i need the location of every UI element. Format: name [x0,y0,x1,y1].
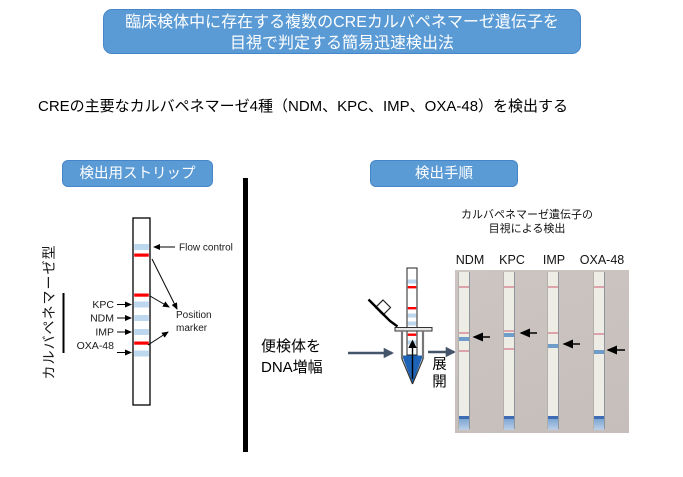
tube-strip-band-red1 [407,286,417,289]
ndm-sample-pad [459,419,469,430]
photo-strip-ndm [458,272,470,430]
strip-diagram: Flow control Position marker KPC NDM IMP… [62,217,233,406]
position-marker-arrow-3 [147,331,169,346]
result-caption-line1: カルバペネマーゼ遺伝子の [461,209,593,221]
photo-label-ndm: NDM [455,253,485,267]
imp-band [134,329,149,335]
ndm-band [134,315,149,321]
tube-cap-hinge [367,298,399,328]
kpc-position-marker-lower [504,348,514,350]
flow-control-band [134,244,149,250]
title-line1: 臨床検体中に存在する複数のCREカルバペネマーゼ遺伝子を [125,14,559,31]
imp-detection-band [548,344,558,348]
tube-flange [394,327,433,332]
test-strip-outline [132,217,151,406]
ndm-top-marker [459,286,469,288]
detection-arrows [472,328,625,355]
imp-sample-front [548,416,558,419]
kpc-detection-band [504,333,514,337]
subtitle: CREの主要なカルバペネマーゼ4種（NDM、KPC、IMP、OXA-48）を検出… [38,98,569,115]
position-marker-line-2 [134,293,149,297]
position-marker-arrow-1 [151,258,178,310]
result-caption-line2: 目視による検出 [488,223,566,235]
tube-strip-band-blue3 [407,321,417,326]
section-divider [243,178,248,452]
oxa48-detection-band [594,350,604,354]
ndm-sample-front [459,416,469,419]
flow-control-label: Flow control [179,243,233,254]
oxa48-sample-pad [594,419,604,430]
oxa48-top-marker [594,286,604,288]
gene-label-imp: IMP [95,327,114,339]
gene-label-oxa48: OXA-48 [77,340,115,352]
ndm-detection-band [459,337,469,341]
kpc-top-marker [504,286,514,288]
tube-figure [348,267,457,385]
tube-strip-band-red3 [407,333,417,336]
photo-strip-kpc [503,272,515,430]
kpc-position-marker-upper [504,330,514,332]
tube-cone-right [411,358,424,385]
title-line2: 目視で判定する簡易迅速検出法 [229,35,454,52]
gene-label-kpc: KPC [92,299,114,311]
kpc-sample-pad [504,419,514,430]
photo-label-kpc: KPC [499,253,525,267]
imp-position-marker-upper [548,332,558,334]
ndm-position-marker-lower [459,350,469,352]
position-marker-arrow-2 [149,295,170,308]
title-banner: 臨床検体中に存在する複数のCREカルバペネマーゼ遺伝子を 目視で判定する簡易迅速… [103,9,581,54]
oxa48-position-marker-upper [594,333,604,335]
kpc-sample-front [504,416,514,419]
oxa48-sample-front [594,416,604,419]
tube-strip-band-blue2 [407,313,417,318]
position-marker-line-1 [134,253,149,257]
step1-label: 便検体を DNA増幅 [261,336,323,378]
section-label-strip: 検出用ストリップ [62,160,213,187]
step1-line2: DNA増幅 [261,359,323,376]
tube-cone-left [401,358,414,385]
imp-sample-pad [548,419,558,430]
tube-strip-band-red2 [407,307,417,310]
photo-label-imp: IMP [542,253,566,267]
step2-label: 展開 [430,356,446,391]
position-marker-line-3 [134,341,149,345]
photo-strip-imp [547,272,559,430]
oxa48-band [134,350,149,357]
ndm-position-marker-upper [459,332,469,334]
step1-line1: 便検体を [261,338,322,355]
gene-label-ndm: NDM [90,313,114,325]
photo-label-oxa48: OXA-48 [579,253,625,267]
tube-strip-band-blue1 [407,279,417,284]
result-caption: カルバペネマーゼ遺伝子の 目視による検出 [447,208,607,236]
imp-top-marker [548,286,558,288]
position-marker-label-line1: Position [176,310,212,321]
position-marker-label-line2: marker [176,323,208,334]
section-label-procedure: 検出手順 [370,160,518,187]
kpc-band [134,301,149,308]
result-photo [455,270,629,433]
photo-strip-oxa48 [593,272,605,430]
